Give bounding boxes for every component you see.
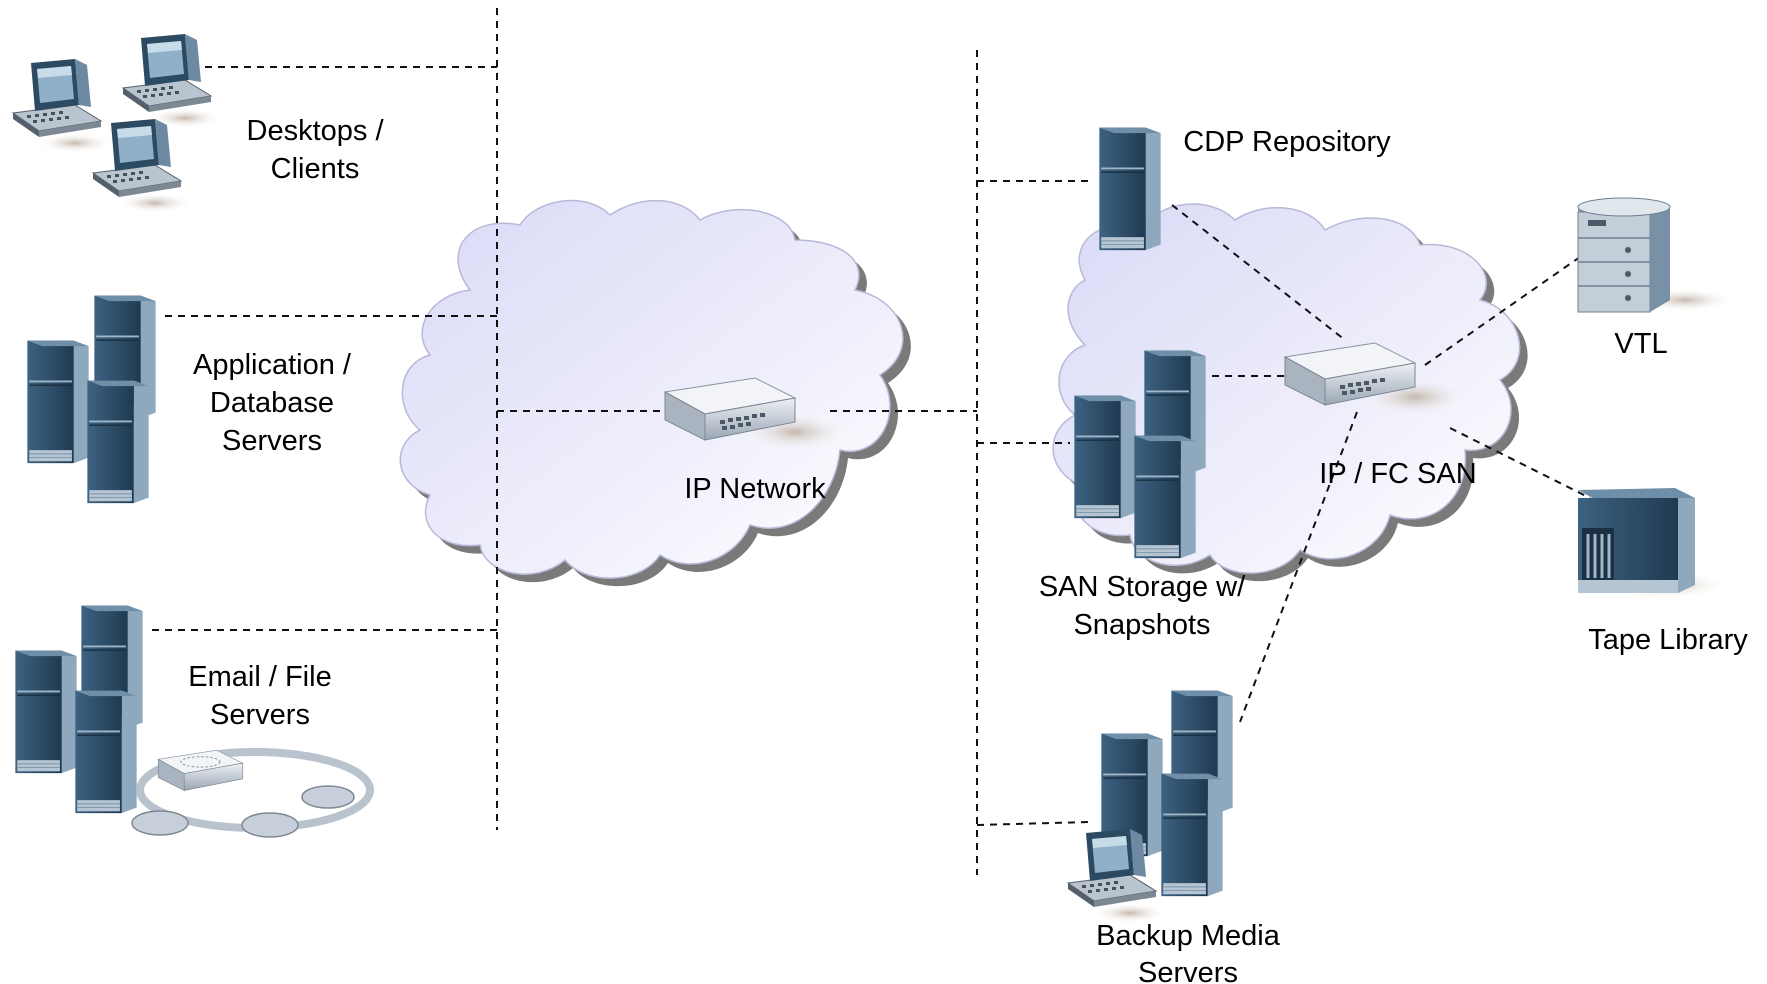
app-db-label-line2: Database	[210, 387, 334, 419]
ring-network-icon	[131, 748, 374, 838]
san-switch-to-backup-link	[1239, 411, 1358, 723]
server-tower-icon	[14, 604, 144, 815]
diagram-labels: Desktops / Clients Application / Databas…	[188, 115, 1748, 984]
connection-lines	[152, 8, 1591, 875]
san-switch-to-tape-link	[1449, 427, 1591, 499]
desktops-label-line2: Clients	[271, 153, 360, 185]
san-storage-label-line1: SAN Storage w/	[1039, 571, 1246, 603]
server-tower-icon	[26, 294, 157, 505]
email-file-label-line1: Email / File	[188, 661, 331, 693]
ip-network-label: IP Network	[684, 473, 826, 505]
desktop-computer-icon	[12, 33, 224, 214]
ip-fc-san-label: IP / FC SAN	[1319, 458, 1476, 490]
backup-media-bus-link	[976, 821, 1091, 826]
cdp-repository-label: CDP Repository	[1183, 126, 1391, 158]
virtual-tape-library-icon	[1577, 197, 1735, 313]
tape-library-icon	[1578, 488, 1730, 599]
server-tower-icon	[1098, 126, 1162, 252]
ip-network-cloud	[399, 199, 911, 587]
vtl-label: VTL	[1614, 328, 1667, 360]
tape-library-label: Tape Library	[1588, 624, 1748, 656]
app-db-label-line3: Servers	[222, 425, 322, 457]
san-storage-label-line2: Snapshots	[1073, 609, 1210, 641]
desktops-label-line1: Desktops /	[247, 115, 385, 147]
app-db-label-line1: Application /	[193, 349, 352, 381]
backup-media-label-line1: Backup Media	[1096, 920, 1281, 952]
backup-media-label-line2: Servers	[1138, 957, 1238, 984]
cdp-to-san-switch-link	[1171, 204, 1346, 341]
email-file-label-line2: Servers	[210, 699, 310, 731]
